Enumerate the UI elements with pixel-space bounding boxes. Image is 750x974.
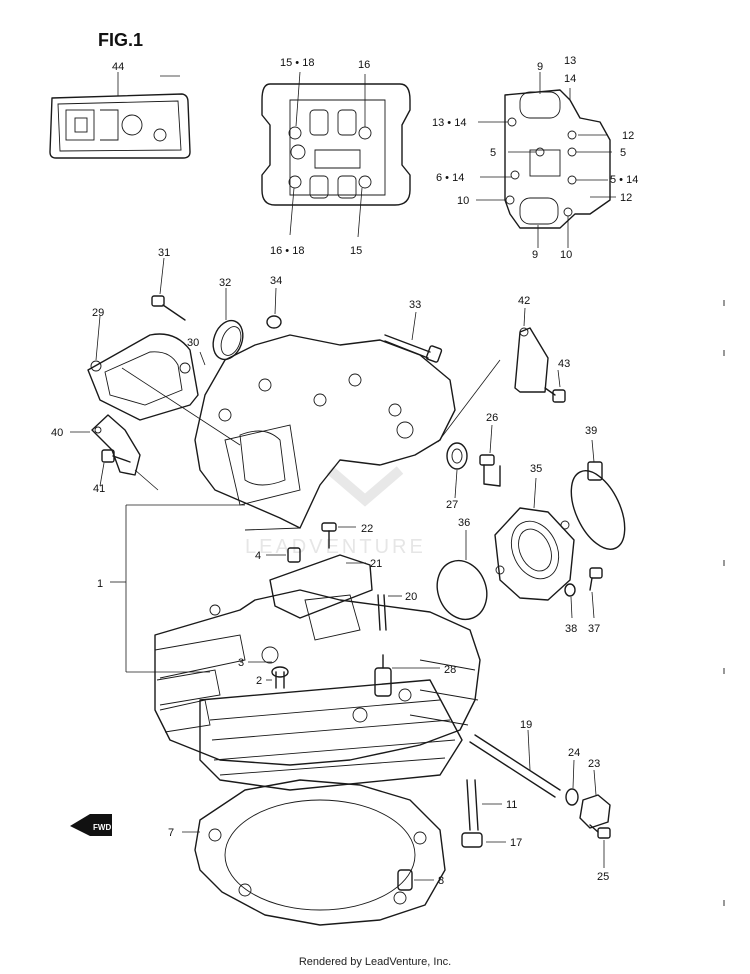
- guide-2-3: [248, 661, 289, 689]
- callout-16-18: 16 • 18: [270, 245, 304, 257]
- callout-8: 8: [438, 875, 444, 887]
- callout-1: 1: [97, 578, 103, 590]
- callout-32: 32: [219, 277, 231, 289]
- callout-39: 39: [585, 425, 597, 437]
- callout-14: 14: [564, 73, 576, 85]
- cylinder-head-1: [110, 504, 481, 766]
- bolt-43: [544, 369, 566, 403]
- plug-23: [579, 769, 611, 829]
- head-cover: [194, 334, 456, 531]
- callout-9-bottom: 9: [532, 249, 538, 261]
- washer-38: [564, 583, 576, 619]
- callout-5-left: 5: [490, 147, 496, 159]
- bolt-37: [589, 567, 603, 619]
- dowel-4: [266, 547, 301, 563]
- callout-40: 40: [51, 427, 63, 439]
- bracket-42: [514, 307, 549, 393]
- callout-33: 33: [409, 299, 421, 311]
- callout-16: 16: [358, 59, 370, 71]
- watermark-text: LEADVENTURE: [245, 536, 426, 558]
- figure-title: FIG.1: [98, 30, 143, 50]
- callout-15-18: 15 • 18: [280, 57, 314, 69]
- oring-30: [199, 351, 206, 366]
- plug-26: [479, 424, 501, 487]
- callout-41: 41: [93, 483, 105, 495]
- callout-11: 11: [506, 799, 517, 811]
- callout-21: 21: [370, 558, 382, 570]
- callout-26: 26: [486, 412, 498, 424]
- oring-36: [436, 530, 488, 621]
- callout-7: 7: [168, 827, 174, 839]
- callout-20: 20: [405, 591, 417, 603]
- callout-36: 36: [458, 517, 470, 529]
- bolt-33: [384, 311, 443, 363]
- callout-2: 2: [256, 675, 262, 687]
- valve-cap-29: [87, 315, 241, 446]
- callout-44: 44: [112, 61, 124, 73]
- intake-pipe-35: [494, 477, 575, 601]
- callout-13: 13: [564, 55, 576, 67]
- cylinder-block: [199, 679, 463, 791]
- callout-10-left: 10: [457, 195, 469, 207]
- callout-4: 4: [255, 550, 261, 562]
- bolt-22: [321, 522, 356, 549]
- dowel-8: [397, 869, 434, 891]
- callout-27: 27: [446, 499, 458, 511]
- callout-19: 19: [520, 719, 532, 731]
- callout-34: 34: [270, 275, 282, 287]
- callout-5-14: 5 • 14: [610, 174, 638, 186]
- callout-12-top: 12: [622, 130, 634, 142]
- footer-credit: Rendered by LeadVenture, Inc.: [298, 956, 452, 968]
- bracket-40: [70, 414, 141, 476]
- callout-13-14: 13 • 14: [432, 117, 466, 129]
- callout-38: 38: [565, 623, 577, 635]
- callout-labels: 44 15 • 18 16 16 • 18 15 9 13 14 13 • 14…: [51, 55, 638, 887]
- head-top-view: [261, 71, 411, 238]
- callout-30: 30: [187, 337, 199, 349]
- callout-43: 43: [558, 358, 570, 370]
- callout-28: 28: [444, 664, 456, 676]
- stud-11: [466, 779, 502, 831]
- callout-17: 17: [510, 837, 522, 849]
- washer-27: [437, 359, 501, 499]
- callout-22: 22: [361, 523, 373, 535]
- oring-24: [565, 759, 579, 806]
- watermark-logo: LEADVENTURE: [245, 466, 426, 558]
- callout-23: 23: [588, 758, 600, 770]
- forward-label: FWD: [93, 823, 111, 832]
- callout-10-bottom: 10: [560, 249, 572, 261]
- callout-35: 35: [530, 463, 542, 475]
- bolt-31: [151, 257, 186, 321]
- callout-12-bottom: 12: [620, 192, 632, 204]
- chain-guide-21: [269, 554, 373, 619]
- stud-20: [377, 594, 402, 631]
- callout-25: 25: [597, 871, 609, 883]
- bolt-41: [99, 449, 159, 491]
- callout-9-top: 9: [537, 61, 543, 73]
- cap-34: [266, 287, 282, 329]
- oring-32: [212, 288, 244, 361]
- nut-17: [461, 832, 506, 848]
- bolt-25: [589, 824, 611, 868]
- cam-holder-view: [476, 72, 616, 248]
- callout-42: 42: [518, 295, 530, 307]
- forward-arrow-icon: FWD: [70, 814, 112, 836]
- callout-6-14: 6 • 14: [436, 172, 464, 184]
- callout-24: 24: [568, 747, 580, 759]
- callout-31: 31: [158, 247, 170, 259]
- spark-plug-28: [374, 654, 440, 697]
- gasket-7: [182, 779, 446, 926]
- callout-29: 29: [92, 307, 104, 319]
- clamp-39: [570, 439, 626, 550]
- shaft-19: [469, 729, 561, 798]
- gasket-44: [49, 72, 191, 159]
- callout-5-right: 5: [620, 147, 626, 159]
- callout-3: 3: [238, 657, 244, 669]
- callout-37: 37: [588, 623, 600, 635]
- callout-15: 15: [350, 245, 362, 257]
